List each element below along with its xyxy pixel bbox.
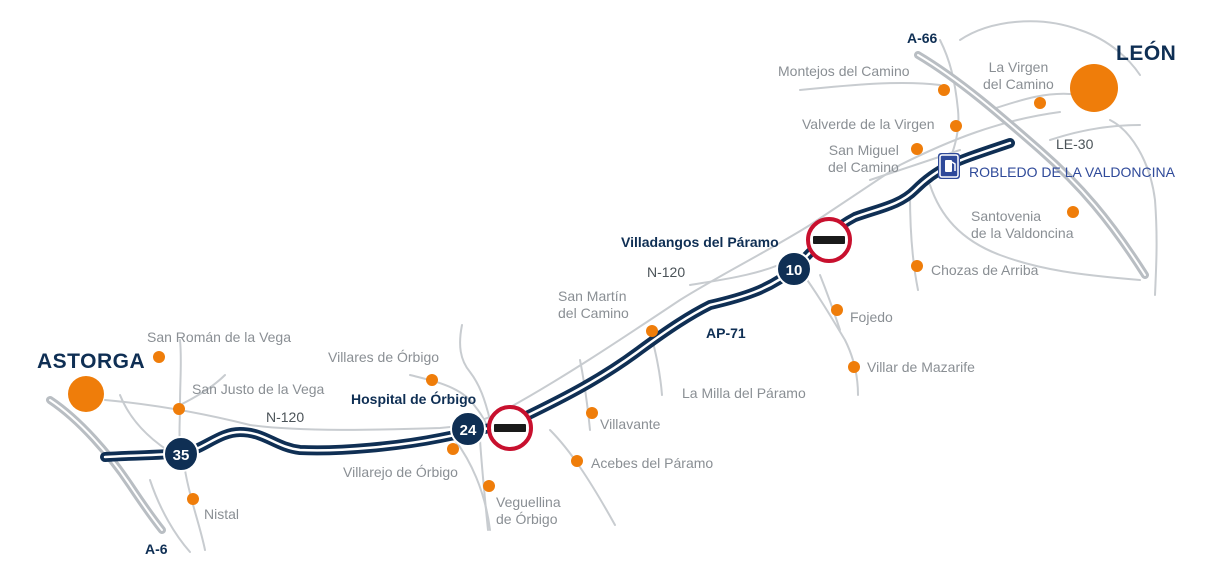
town-dot-montejos bbox=[938, 84, 950, 96]
town-dot-villarejo bbox=[447, 443, 459, 455]
toll-hospital-marker bbox=[487, 405, 533, 451]
town-dot-veguellina bbox=[483, 480, 495, 492]
town-label-villarejo: Villarejo de Órbigo bbox=[343, 464, 458, 480]
town-dot-chozas bbox=[911, 260, 923, 272]
town-dot-san-martin bbox=[646, 325, 658, 337]
town-dot-san-justo bbox=[173, 403, 185, 415]
a6-road bbox=[46, 396, 166, 534]
town-dot-acebes bbox=[571, 455, 583, 467]
toll-villadangos-marker bbox=[806, 217, 852, 263]
town-dot-villares bbox=[426, 374, 438, 386]
grey-motorways bbox=[46, 51, 1149, 534]
ap71-motorway bbox=[100, 138, 1015, 462]
town-label-valverde: Valverde de la Virgen bbox=[802, 116, 935, 132]
town-label-villar-mazarife: Villar de Mazarife bbox=[867, 359, 975, 375]
town-label-milla-paramo: La Milla del Páramo bbox=[682, 385, 806, 401]
town-dot-villavante bbox=[586, 407, 598, 419]
town-label-chozas: Chozas de Arriba bbox=[931, 262, 1039, 278]
town-label-san-justo: San Justo de la Vega bbox=[192, 381, 325, 397]
town-dot-valverde bbox=[950, 120, 962, 132]
town-dot-san-miguel bbox=[911, 143, 923, 155]
town-label-san-martin: San Martín del Camino bbox=[558, 288, 629, 321]
town-dot-villar-mazarife bbox=[848, 361, 860, 373]
town-label-virgen-camino: La Virgen del Camino bbox=[983, 59, 1054, 92]
town-label-montejos: Montejos del Camino bbox=[778, 63, 910, 79]
road-label-n120-west: N-120 bbox=[266, 409, 305, 425]
town-label-villavante: Villavante bbox=[600, 416, 661, 432]
toll-label-villadangos: Villadangos del Páramo bbox=[621, 234, 779, 250]
toll-label-hospital: Hospital de Órbigo bbox=[351, 391, 477, 407]
exit-35-badge: 35 bbox=[163, 436, 199, 472]
road-label-le30: LE-30 bbox=[1056, 136, 1094, 152]
exit-24-badge: 24 bbox=[450, 411, 486, 447]
road-label-a6: A-6 bbox=[145, 541, 168, 557]
town-dot-nistal bbox=[187, 493, 199, 505]
local-roads bbox=[104, 20, 1158, 553]
town-label-san-miguel: San Miguel del Camino bbox=[828, 142, 899, 175]
town-dot-fojedo bbox=[831, 304, 843, 316]
town-dot-virgen-camino bbox=[1034, 97, 1046, 109]
city-label-astorga: ASTORGA bbox=[37, 350, 146, 373]
town-dots bbox=[153, 84, 1079, 505]
town-label-nistal: Nistal bbox=[204, 506, 240, 522]
road-label-n120-east: N-120 bbox=[647, 264, 686, 280]
town-label-acebes: Acebes del Páramo bbox=[591, 455, 714, 471]
astorga-city-marker bbox=[68, 376, 104, 412]
town-dot-santovenia bbox=[1067, 206, 1079, 218]
road-label-a66: A-66 bbox=[907, 30, 938, 46]
town-label-veguellina: Veguellina de Órbigo bbox=[496, 494, 561, 527]
town-dot-san-roman bbox=[153, 351, 165, 363]
rest-area-label: ROBLEDO DE LA VALDONCINA bbox=[969, 164, 1175, 180]
fuel-pump-glyph bbox=[939, 154, 959, 178]
leon-city-marker bbox=[1070, 64, 1118, 112]
road-label-ap71: AP-71 bbox=[706, 325, 746, 341]
city-label-leon: LEÓN bbox=[1116, 42, 1177, 65]
fuel-station-icon bbox=[938, 153, 960, 179]
town-label-villares: Villares de Órbigo bbox=[328, 349, 440, 365]
town-label-fojedo: Fojedo bbox=[850, 309, 893, 325]
town-label-santovenia: Santovenia de la Valdoncina bbox=[971, 208, 1074, 241]
exit-10-badge: 10 bbox=[776, 251, 812, 287]
town-label-san-roman: San Román de la Vega bbox=[147, 329, 291, 345]
